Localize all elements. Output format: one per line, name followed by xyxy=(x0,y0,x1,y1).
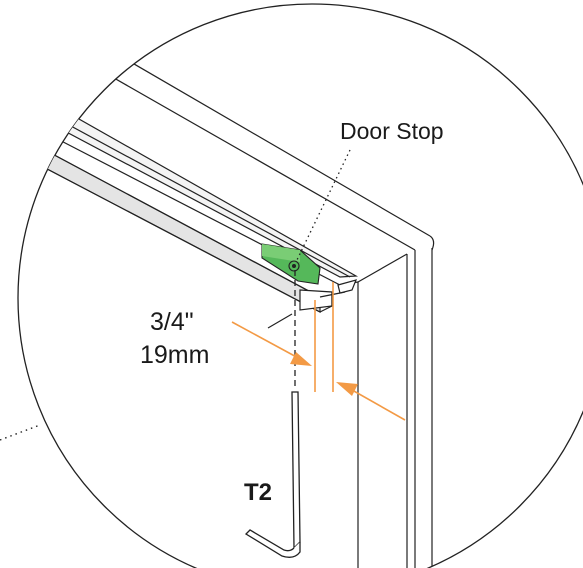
measure-arrowhead-right xyxy=(336,382,358,396)
measure-arrow-left-shaft xyxy=(231,321,303,361)
measure-arrowhead-left xyxy=(290,352,312,366)
measure-pointer xyxy=(267,313,293,329)
measurement-indicator xyxy=(231,282,406,421)
hex-key-tool xyxy=(244,391,301,558)
top-rail xyxy=(29,105,359,313)
measure-imperial-label: 3/4" xyxy=(150,308,194,336)
measure-metric-label: 19mm xyxy=(140,341,209,369)
door-stop xyxy=(261,243,321,285)
measure-arrow-right-shaft xyxy=(344,385,406,421)
tool-size-label: T2 xyxy=(244,479,272,506)
zoom-leader-line xyxy=(0,424,41,441)
door-stop-label: Door Stop xyxy=(340,118,444,144)
door-stop-leader xyxy=(295,149,351,263)
